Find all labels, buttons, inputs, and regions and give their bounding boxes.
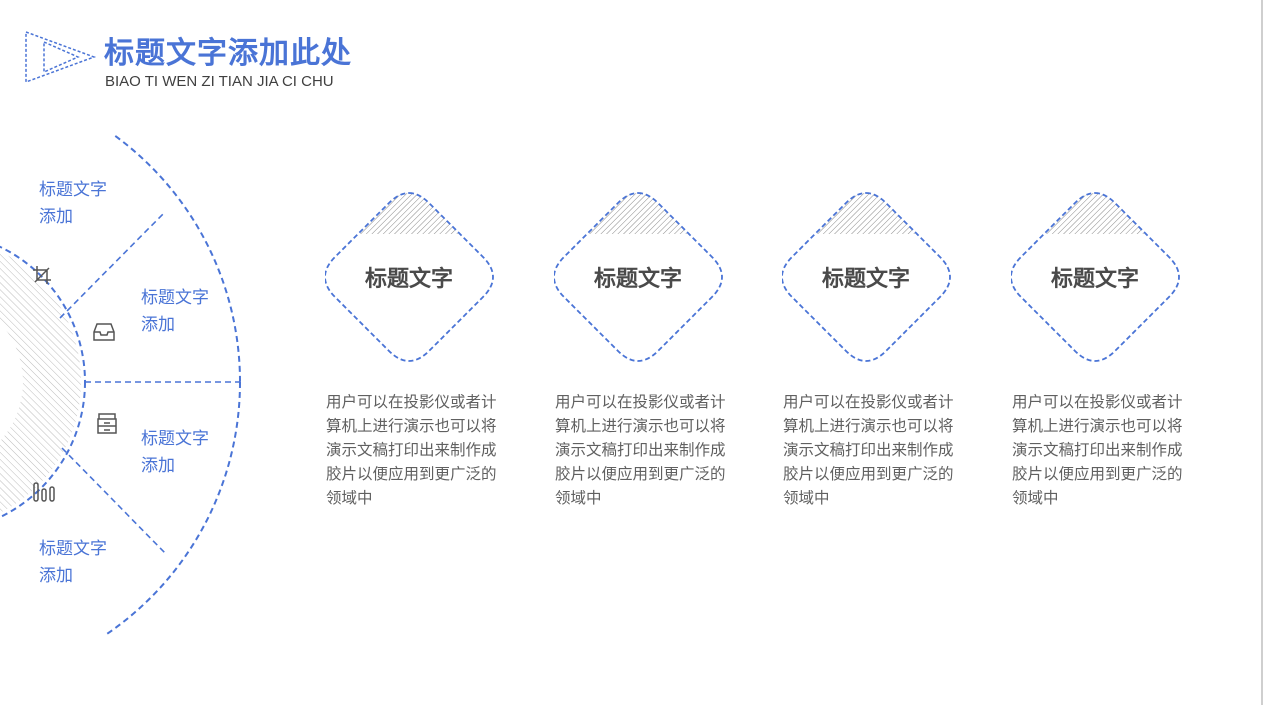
segment-wheel <box>0 135 241 635</box>
bar-chart-icon <box>33 482 55 502</box>
card-title: 标题文字 <box>364 267 453 292</box>
wheel-segment-label: 标题文字添加 <box>39 539 107 586</box>
card-title: 标题文字 <box>821 267 910 292</box>
card-title: 标题文字 <box>593 267 682 292</box>
page-subtitle: BIAO TI WEN ZI TIAN JIA CI CHU <box>105 73 334 90</box>
archive-icon <box>97 413 117 434</box>
crop-icon <box>33 266 51 284</box>
feature-card: 标题文字 用户可以在投影仪或者计算机上进行演示也可以将演示文稿打印出来制作成胶片… <box>325 190 505 520</box>
wheel-segment-label: 标题文字添加 <box>39 180 107 227</box>
slide-edge-line <box>1261 0 1263 705</box>
card-description: 用户可以在投影仪或者计算机上进行演示也可以将演示文稿打印出来制作成胶片以便应用到… <box>1012 393 1183 507</box>
diamond-frame <box>554 192 723 362</box>
diamond-frame <box>325 192 494 362</box>
play-triangle-logo-icon <box>25 30 97 84</box>
card-description: 用户可以在投影仪或者计算机上进行演示也可以将演示文稿打印出来制作成胶片以便应用到… <box>326 393 497 507</box>
wheel-segment-label: 标题文字添加 <box>141 288 209 335</box>
diamond-frame <box>782 192 951 362</box>
wheel-segment-label: 标题文字添加 <box>141 429 209 476</box>
feature-card: 标题文字 用户可以在投影仪或者计算机上进行演示也可以将演示文稿打印出来制作成胶片… <box>554 190 734 520</box>
inbox-icon <box>93 323 115 341</box>
feature-card: 标题文字 用户可以在投影仪或者计算机上进行演示也可以将演示文稿打印出来制作成胶片… <box>782 190 962 520</box>
diamond-frame <box>1011 192 1180 362</box>
card-description: 用户可以在投影仪或者计算机上进行演示也可以将演示文稿打印出来制作成胶片以便应用到… <box>555 393 726 507</box>
card-description: 用户可以在投影仪或者计算机上进行演示也可以将演示文稿打印出来制作成胶片以便应用到… <box>783 393 954 507</box>
card-title: 标题文字 <box>1050 267 1139 292</box>
feature-card: 标题文字 用户可以在投影仪或者计算机上进行演示也可以将演示文稿打印出来制作成胶片… <box>1011 190 1191 520</box>
page-title: 标题文字添加此处 <box>104 36 352 71</box>
